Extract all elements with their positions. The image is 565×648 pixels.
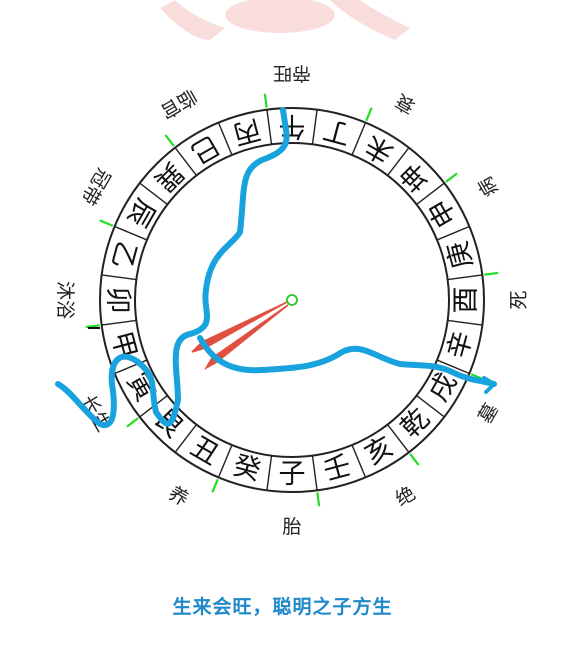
ring-divider xyxy=(266,109,273,145)
ring-char: 庚 xyxy=(442,238,479,272)
green-tick xyxy=(263,93,268,108)
ring-dividers xyxy=(101,109,483,491)
decorative-top-shape xyxy=(160,0,410,40)
center-point xyxy=(286,294,298,306)
ring-char: 酉 xyxy=(451,287,482,314)
life-stage-label: 养 xyxy=(165,482,192,511)
ring-divider xyxy=(387,424,410,453)
ring-divider xyxy=(311,455,318,491)
green-tick xyxy=(316,492,321,507)
ring-divider xyxy=(101,274,137,281)
green-tick xyxy=(99,219,114,227)
life-stage-label: 绝 xyxy=(392,482,419,511)
green-tick xyxy=(409,453,420,466)
green-tick xyxy=(365,107,373,122)
ring-divider xyxy=(311,109,318,145)
ring-divider xyxy=(436,225,470,241)
ring-divider xyxy=(174,147,197,176)
ring-char: 亥 xyxy=(360,431,399,471)
ring-divider xyxy=(174,424,197,453)
ring-char: 巽 xyxy=(148,156,189,197)
water-flow-line xyxy=(55,107,290,428)
ring-char: 辛 xyxy=(442,328,479,362)
ring-char: 坤 xyxy=(395,156,436,197)
ring-divider xyxy=(387,147,410,176)
ring-char: 未 xyxy=(360,129,399,169)
life-stage-label: 长生 xyxy=(76,392,114,436)
ring-char: 辰 xyxy=(121,193,161,232)
ring-char: 卯 xyxy=(102,287,133,314)
life-stage-label: 衰 xyxy=(392,89,419,118)
green-tick xyxy=(211,478,219,493)
green-tick xyxy=(126,417,139,428)
ring-char: 丑 xyxy=(185,431,224,471)
ring-divider xyxy=(416,395,445,418)
ring-divider xyxy=(139,182,168,205)
life-stage-label: 临官 xyxy=(157,84,201,122)
ring-divider xyxy=(217,444,233,478)
caption: 生来会旺，聪明之子方生 xyxy=(172,596,393,618)
ring-divider xyxy=(101,319,137,326)
ring-char: 巳 xyxy=(185,129,224,169)
watermark xyxy=(478,618,554,640)
inner-ring xyxy=(134,142,450,458)
ring-char: 乾 xyxy=(395,403,436,444)
life-stage-label: 帝旺 xyxy=(273,62,311,84)
ring-divider xyxy=(416,182,445,205)
ring-char: 申 xyxy=(423,193,463,232)
ring-char: 丙 xyxy=(230,113,264,150)
life-stage-label: 病 xyxy=(474,173,503,200)
ring-divider xyxy=(266,455,273,491)
outer-ring xyxy=(99,107,485,493)
ring-divider xyxy=(436,359,470,375)
ring-divider xyxy=(217,122,233,156)
ring-divider xyxy=(447,274,483,281)
ring-char: 壬 xyxy=(320,450,354,487)
ring-divider xyxy=(351,122,367,156)
green-tick xyxy=(164,134,175,147)
water-branch-line xyxy=(197,335,497,387)
water-branch-end xyxy=(482,376,498,394)
ring-char: 丁 xyxy=(320,113,354,150)
green-tick xyxy=(484,271,499,276)
life-stage-label: 沐浴 xyxy=(54,281,76,319)
ring-char: 癸 xyxy=(230,450,264,487)
life-stage-label: 冠带 xyxy=(76,165,114,209)
ring-divider xyxy=(351,444,367,478)
green-tick-marks xyxy=(85,93,499,507)
life-stage-label: 胎 xyxy=(282,516,301,538)
ring-char: 乙 xyxy=(105,238,142,272)
red-arrows xyxy=(191,301,289,370)
ring-divider xyxy=(114,225,148,241)
ring-char: 子 xyxy=(279,459,306,490)
life-stage-label: 墓 xyxy=(474,400,503,427)
green-tick xyxy=(85,324,100,329)
ring-divider xyxy=(447,319,483,326)
green-tick xyxy=(445,172,458,183)
life-stage-label: 死 xyxy=(508,290,530,309)
ring-characters: 丙巳巽辰乙卯甲寅艮丑癸子壬亥乾戌辛酉庚申坤未丁午 xyxy=(102,110,482,490)
